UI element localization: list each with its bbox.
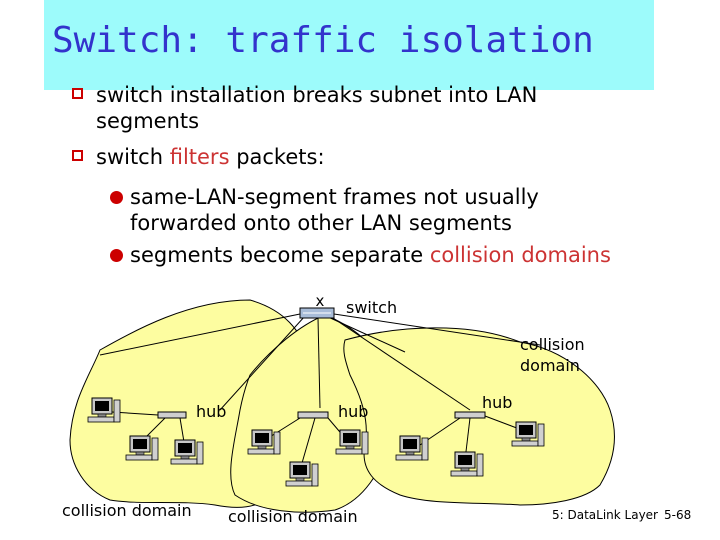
- switch-label: switch: [346, 298, 398, 317]
- computer-icon: [395, 435, 429, 461]
- bullet-2-text-highlight: filters: [169, 145, 230, 169]
- sub-bullet-2: segments become separate collision domai…: [130, 242, 611, 268]
- collision-domain-right-label-line-1: collision: [520, 335, 585, 354]
- bullet-2-text-a: switch: [96, 145, 170, 169]
- hub-middle-label: hub: [338, 402, 369, 421]
- collision-domain-left-label: collision domain: [62, 501, 192, 520]
- sub-bullet-marker: [110, 191, 123, 204]
- hub-right-label: hub: [482, 393, 513, 412]
- computer-icon: [125, 435, 159, 461]
- hub-middle-device: [297, 411, 329, 419]
- footer-page-number: 5-68: [664, 508, 692, 522]
- computer-icon: [511, 421, 545, 447]
- computer-icon: [247, 429, 281, 455]
- bullet-1-line-2: segments: [96, 109, 200, 133]
- sub-bullet-marker: [110, 249, 123, 262]
- bullet-1-line-1: switch installation breaks subnet into L…: [96, 83, 538, 107]
- page-title: Switch: traffic isolation: [52, 20, 594, 61]
- computer-icon: [170, 439, 204, 465]
- footer-course: 5: DataLink Layer: [552, 508, 658, 522]
- computer-icon: [335, 429, 369, 455]
- switch-links: [99, 313, 541, 411]
- bullet-marker: [72, 150, 83, 161]
- computer-icon: [285, 461, 319, 487]
- computer-icon: [450, 451, 484, 477]
- collision-domain-right-label-line-2: domain: [520, 356, 580, 375]
- switch-symbol: x: [316, 292, 325, 310]
- sub-bullet-1-line-2: forwarded onto other LAN segments: [130, 211, 512, 235]
- sub-bullet-2-text: segments become separate: [130, 243, 430, 267]
- sub-bullet-2-text-highlight: collision domains: [429, 243, 611, 267]
- title-bar: [44, 0, 654, 90]
- collision-domain-middle-label: collision domain: [228, 507, 358, 526]
- hub-left-label: hub: [196, 402, 227, 421]
- bullet-2-text-b: packets:: [229, 145, 325, 169]
- sub-bullet-1-line-1: same-LAN-segment frames not usually: [130, 185, 539, 209]
- computer-icon: [87, 397, 121, 423]
- hub-left-device: [157, 411, 187, 419]
- bullet-marker: [72, 88, 83, 99]
- bullet-2: switch filters packets:: [96, 144, 325, 170]
- switch-device: [299, 307, 335, 319]
- hub-right-device: [454, 411, 486, 419]
